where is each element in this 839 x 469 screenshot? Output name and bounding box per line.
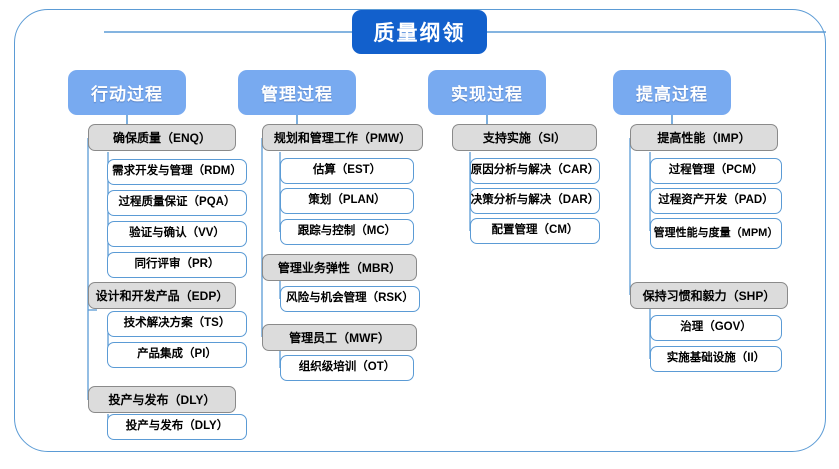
leaf-box-car[interactable]: 原因分析与解决（CAR） [470,158,600,184]
leaf-box-pad-label: 过程资产开发（PAD） [658,194,774,207]
leaf-box-pcm-label: 过程管理（PCM） [668,164,764,177]
leaf-box-est-label: 估算（EST） [312,164,382,177]
category-box-dly-label: 投产与发布（DLY） [108,393,216,407]
leaf-box-dar-label: 决策分析与解决（DAR） [470,194,600,207]
leaf-box-cm-label: 配置管理（CM） [491,224,579,237]
leaf-box-rsk[interactable]: 风险与机会管理（RSK） [280,286,420,312]
leaf-box-ii-label: 实施基础设施（II） [666,352,766,365]
category-box-shp[interactable]: 保持习惯和毅力（SHP） [630,282,788,309]
column-header-4-label: 提高过程 [636,85,708,104]
leaf-box-pqa-label: 过程质量保证（PQA） [118,196,236,209]
leaf-box-ii[interactable]: 实施基础设施（II） [650,346,782,372]
leaf-box-pi-label: 产品集成（PI） [137,348,217,361]
leaf-box-car-label: 原因分析与解决（CAR） [470,164,600,177]
category-box-shp-label: 保持习惯和毅力（SHP） [642,289,776,303]
category-box-dly[interactable]: 投产与发布（DLY） [88,386,236,413]
category-box-edp[interactable]: 设计和开发产品（EDP） [88,282,236,309]
leaf-box-ts-label: 技术解决方案（TS） [123,317,231,330]
leaf-box-mpm-label: 管理性能与度量（MPM） [653,227,779,240]
leaf-box-rsk-label: 风险与机会管理（RSK） [286,292,414,305]
leaf-box-mc-label: 跟踪与控制（MC） [297,225,397,238]
leaf-box-mc[interactable]: 跟踪与控制（MC） [280,219,414,245]
leaf-box-plan[interactable]: 策划（PLAN） [280,188,414,214]
leaf-box-rdm-label: 需求开发与管理（RDM） [112,165,242,178]
category-box-pmw[interactable]: 规划和管理工作（PMW） [262,124,423,151]
column-header-4[interactable]: 提高过程 [613,70,731,115]
leaf-box-ot-label: 组织级培训（OT） [298,361,396,374]
leaf-box-pr[interactable]: 同行评审（PR） [107,252,247,278]
leaf-box-plan-label: 策划（PLAN） [308,194,386,207]
leaf-box-pr-label: 同行评审（PR） [134,258,220,271]
root-title-label: 质量纲领 [373,22,466,45]
root-title-box[interactable]: 质量纲领 [352,10,487,54]
column-header-1[interactable]: 行动过程 [68,70,186,115]
leaf-box-cm[interactable]: 配置管理（CM） [470,218,600,244]
leaf-box-dly[interactable]: 投产与发布（DLY） [107,414,247,440]
leaf-box-pi[interactable]: 产品集成（PI） [107,342,247,368]
category-box-imp[interactable]: 提高性能（IMP） [630,124,778,151]
category-box-mwf-label: 管理员工（MWF） [289,331,390,345]
category-box-imp-label: 提高性能（IMP） [657,131,751,145]
leaf-box-vv[interactable]: 验证与确认（VV） [107,221,247,247]
leaf-box-dar[interactable]: 决策分析与解决（DAR） [470,188,600,214]
leaf-box-gov-label: 治理（GOV） [680,321,752,334]
category-box-mbr[interactable]: 管理业务弹性（MBR） [262,254,417,281]
diagram-outer-frame [14,9,826,452]
leaf-box-ot[interactable]: 组织级培训（OT） [280,355,414,381]
category-box-pmw-label: 规划和管理工作（PMW） [273,131,412,145]
leaf-box-gov[interactable]: 治理（GOV） [650,315,782,341]
column-header-2-label: 管理过程 [261,85,333,104]
column-header-2[interactable]: 管理过程 [238,70,356,115]
category-box-enq[interactable]: 确保质量（ENQ） [88,124,236,151]
leaf-box-vv-label: 验证与确认（VV） [129,227,225,240]
leaf-box-dly-label: 投产与发布（DLY） [125,420,229,433]
leaf-box-rdm[interactable]: 需求开发与管理（RDM） [107,159,247,185]
leaf-box-pad[interactable]: 过程资产开发（PAD） [650,188,782,214]
leaf-box-ts[interactable]: 技术解决方案（TS） [107,311,247,337]
column-header-1-label: 行动过程 [91,85,163,104]
column-header-3-label: 实现过程 [451,85,523,104]
category-box-si[interactable]: 支持实施（SI） [452,124,597,151]
category-box-mbr-label: 管理业务弹性（MBR） [277,261,402,275]
leaf-box-mpm[interactable]: 管理性能与度量（MPM） [650,218,782,249]
column-header-3[interactable]: 实现过程 [428,70,546,115]
category-box-si-label: 支持实施（SI） [482,131,567,145]
leaf-box-pqa[interactable]: 过程质量保证（PQA） [107,190,247,216]
leaf-box-est[interactable]: 估算（EST） [280,158,414,184]
leaf-box-pcm[interactable]: 过程管理（PCM） [650,158,782,184]
category-box-edp-label: 设计和开发产品（EDP） [95,289,229,303]
category-box-enq-label: 确保质量（ENQ） [112,131,211,145]
category-box-mwf[interactable]: 管理员工（MWF） [262,324,417,351]
